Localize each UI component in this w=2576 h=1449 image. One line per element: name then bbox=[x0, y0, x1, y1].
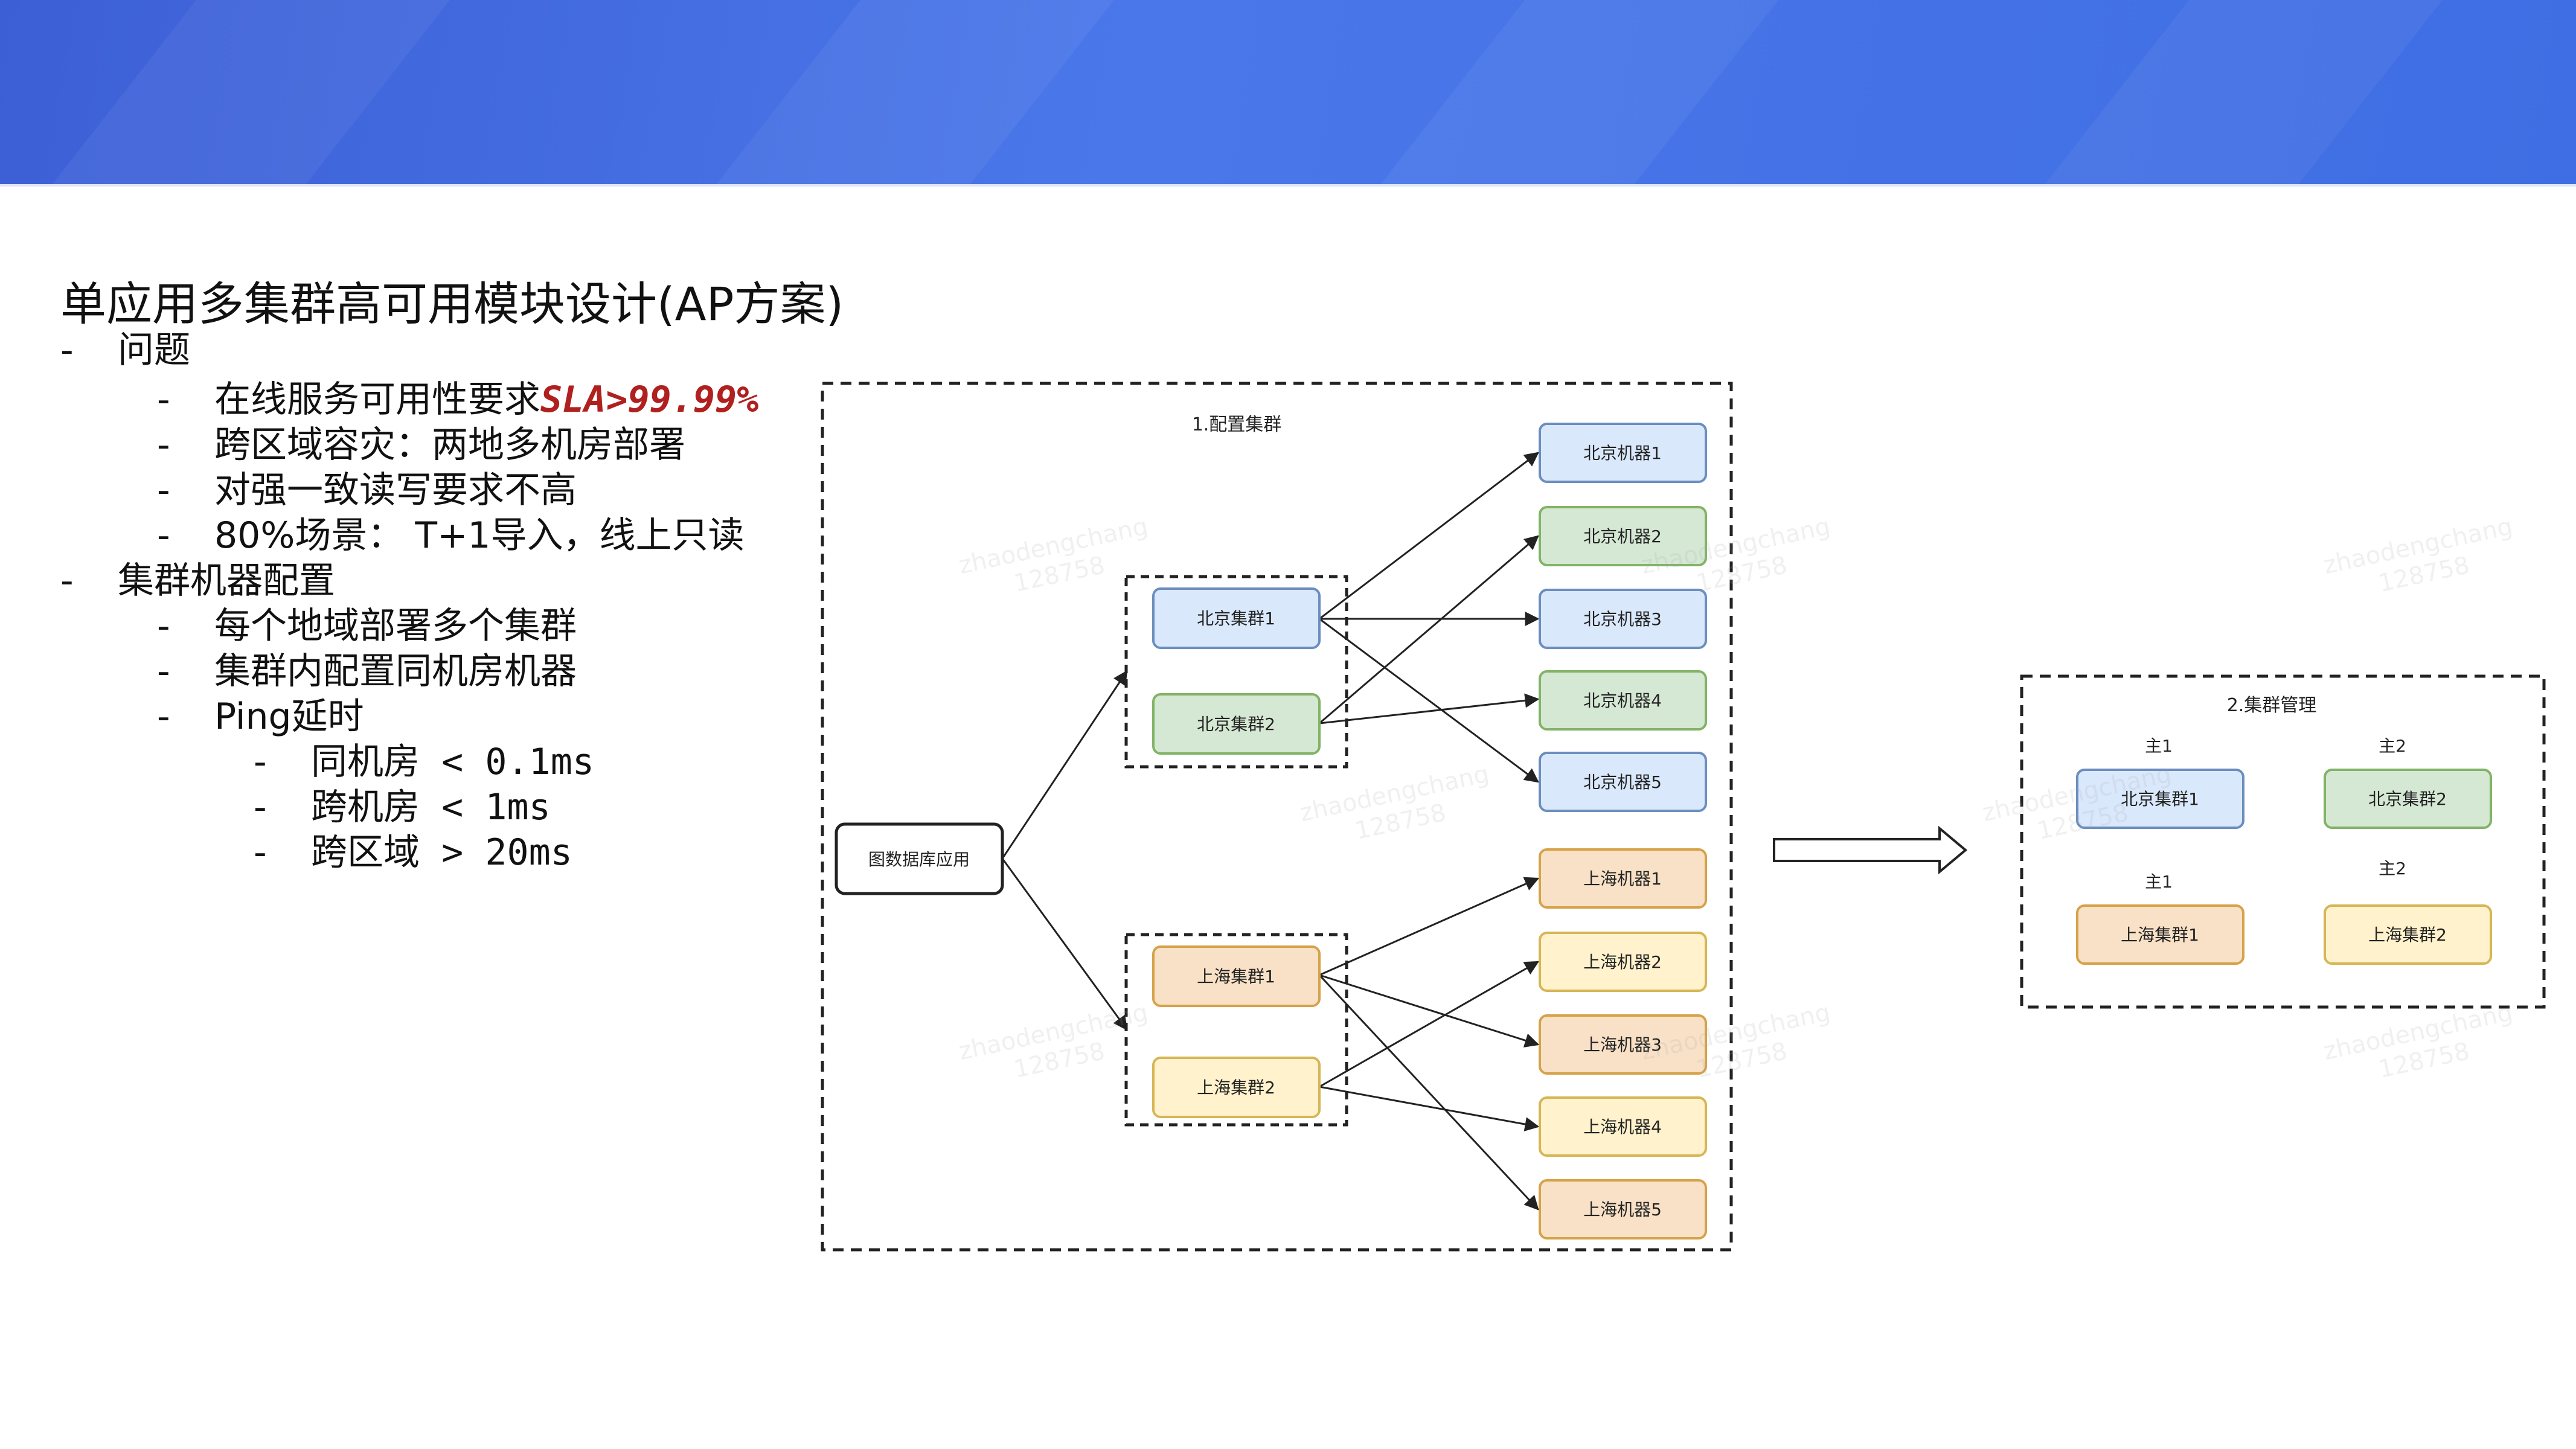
diagram2-title: 2.集群管理 bbox=[2227, 695, 2317, 716]
beijing-cluster-2-label: 北京集群2 bbox=[1197, 714, 1275, 734]
beijing-machine-5-label: 北京机器5 bbox=[1583, 772, 1662, 792]
beijing-machine-1-label: 北京机器1 bbox=[1583, 443, 1662, 463]
edges bbox=[1001, 452, 1540, 1211]
beijing-machine-3 bbox=[1539, 589, 1707, 649]
shanghai-machine-1 bbox=[1539, 848, 1707, 909]
shanghai-machine-4 bbox=[1539, 1096, 1707, 1157]
shanghai-cluster-2-label: 上海集群2 bbox=[1197, 1078, 1275, 1098]
shanghai-cluster-2 bbox=[1152, 1057, 1321, 1118]
beijing-machine-2-label: 北京机器2 bbox=[1583, 526, 1662, 546]
edge bbox=[1319, 693, 1540, 724]
edge-app-beijing bbox=[1001, 670, 1128, 859]
beijing-machine-1 bbox=[1539, 423, 1707, 483]
mgmt-beijing-cluster-2-label: 北京集群2 bbox=[2368, 789, 2447, 809]
shanghai-machine-5-label: 上海机器5 bbox=[1583, 1200, 1662, 1220]
shanghai-machine-4-label: 上海机器4 bbox=[1583, 1117, 1662, 1137]
mgmt-shanghai-cluster-2 bbox=[2324, 904, 2492, 965]
shanghai-machine-2-label: 上海机器2 bbox=[1583, 952, 1662, 972]
mgmt-beijing-cluster-1-label: 北京集群1 bbox=[2121, 789, 2199, 809]
primary-label: 主2 bbox=[2379, 736, 2406, 756]
edge bbox=[1319, 618, 1539, 783]
edge bbox=[1319, 1086, 1540, 1131]
diagram1-frame bbox=[821, 382, 1733, 1252]
sla-highlight: SLA>99.99% bbox=[540, 379, 759, 421]
edge bbox=[1319, 961, 1540, 1088]
shanghai-machine-5 bbox=[1539, 1179, 1707, 1239]
beijing-machine-2 bbox=[1539, 506, 1707, 566]
header-banner bbox=[0, 0, 2576, 184]
page-title: 单应用多集群高可用模块设计(AP方案) bbox=[60, 277, 844, 331]
beijing-machine-4 bbox=[1539, 670, 1707, 731]
diagram2-frame bbox=[2020, 674, 2546, 1009]
shanghai-machine-3 bbox=[1539, 1014, 1707, 1075]
shanghai-machine-2 bbox=[1539, 932, 1707, 992]
beijing-machine-4-label: 北京机器4 bbox=[1583, 691, 1662, 711]
beijing-cluster-2 bbox=[1152, 693, 1321, 755]
edge bbox=[1319, 535, 1539, 724]
diagram1-title: 1.配置集群 bbox=[1192, 414, 1282, 435]
edge bbox=[1319, 974, 1540, 1048]
app-node bbox=[835, 822, 1004, 895]
edge bbox=[1319, 452, 1539, 620]
app-node-label: 图数据库应用 bbox=[868, 849, 970, 869]
primary-label: 主1 bbox=[2145, 736, 2173, 756]
banner-divider bbox=[0, 184, 2576, 187]
edge-app-shanghai bbox=[1001, 858, 1128, 1031]
mgmt-shanghai-cluster-1 bbox=[2076, 904, 2244, 965]
beijing-machine-3-label: 北京机器3 bbox=[1583, 609, 1662, 629]
edge bbox=[1319, 877, 1540, 976]
mgmt-beijing-cluster-1 bbox=[2076, 769, 2244, 829]
mgmt-shanghai-cluster-1-label: 上海集群1 bbox=[2121, 925, 2199, 945]
beijing-machine-5 bbox=[1539, 752, 1707, 812]
beijing-cluster-1-label: 北京集群1 bbox=[1197, 609, 1275, 629]
shanghai-cluster-1 bbox=[1152, 945, 1321, 1007]
edge bbox=[1318, 974, 1539, 1211]
mgmt-beijing-cluster-2 bbox=[2324, 769, 2492, 829]
shanghai-machine-3-label: 上海机器3 bbox=[1583, 1035, 1662, 1055]
shanghai-cluster-1-label: 上海集群1 bbox=[1197, 967, 1275, 987]
shanghai-machine-1-label: 上海机器1 bbox=[1583, 869, 1662, 889]
mgmt-shanghai-cluster-2-label: 上海集群2 bbox=[2368, 925, 2447, 945]
transition-arrow bbox=[1773, 825, 1968, 875]
primary-label: 主2 bbox=[2379, 859, 2406, 878]
beijing-cluster-1 bbox=[1152, 587, 1321, 649]
primary-label: 主1 bbox=[2145, 872, 2173, 892]
